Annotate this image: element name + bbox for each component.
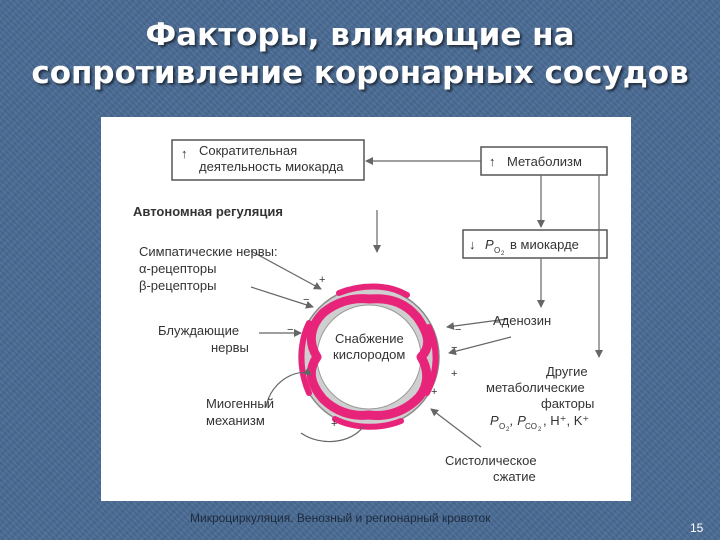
contractility-label-2: деятельность миокарда bbox=[199, 159, 344, 174]
arrow-myogenic bbox=[265, 367, 312, 408]
sign-other-minus: − bbox=[451, 342, 458, 354]
arrow-systolic bbox=[430, 408, 482, 448]
other-factors-label-1: Другие bbox=[546, 364, 588, 379]
arrow-other-factors bbox=[448, 336, 512, 356]
other-factors-p2: , P bbox=[510, 413, 526, 428]
po2-label: в миокарде bbox=[510, 237, 579, 252]
po2-sub: O bbox=[494, 246, 501, 255]
sign-beta: − bbox=[303, 294, 310, 306]
autonomic-heading: Автономная регуляция bbox=[133, 204, 283, 219]
vessel-endothelium-inner bbox=[298, 283, 439, 430]
page-number: 15 bbox=[690, 521, 704, 535]
arrow-sympathetic-alpha bbox=[250, 250, 322, 290]
metabolism-label: Метаболизм bbox=[507, 154, 582, 169]
title-line-2: сопротивление коронарных сосудов bbox=[31, 55, 689, 91]
sign-myogenic: + bbox=[331, 418, 338, 430]
systolic-label-2: сжатие bbox=[493, 469, 536, 484]
other-factors-p1-sub: O bbox=[499, 422, 506, 431]
vessel-endothelium bbox=[306, 294, 433, 420]
box-contractility bbox=[171, 139, 365, 181]
sympathetic-label-3: β-рецепторы bbox=[139, 278, 217, 293]
sign-alpha: + bbox=[319, 274, 326, 286]
sign-vagus: − bbox=[287, 324, 294, 336]
title-line-1: Факторы, влияющие на bbox=[145, 17, 575, 53]
box-po2 bbox=[462, 229, 608, 259]
po2-subsub: 2 bbox=[501, 251, 505, 257]
center-label-1: Снабжение bbox=[335, 331, 404, 346]
myogenic-label-2: механизм bbox=[206, 413, 265, 428]
adenosine-label: Аденозин bbox=[493, 313, 552, 328]
other-factors-p1-subsub: 2 bbox=[506, 427, 510, 433]
sympathetic-label-1: Симпатические нервы: bbox=[139, 244, 278, 259]
other-factors-ions: , H⁺, K⁺ bbox=[543, 413, 590, 428]
box-metabolism bbox=[480, 146, 608, 176]
contractility-label-1: Сократительная bbox=[199, 143, 298, 158]
arrow-sympathetic-beta bbox=[250, 286, 314, 309]
myogenic-label-1: Миогенный bbox=[206, 396, 274, 411]
diagram-graphics bbox=[171, 139, 608, 448]
contractility-up-arrow: ↑ bbox=[181, 146, 188, 161]
sign-adenosine: − bbox=[455, 324, 462, 336]
sign-systolic: + bbox=[431, 386, 438, 398]
center-label-2: кислородом bbox=[333, 347, 406, 362]
other-factors-p2-sub: CO bbox=[525, 422, 537, 431]
other-factors-label-2: метаболические bbox=[486, 380, 585, 395]
diagram-figure: ↑ Сократительная деятельность миокарда ↑… bbox=[101, 117, 631, 501]
other-factors-p1: P bbox=[490, 413, 499, 428]
vagus-label-2: нервы bbox=[211, 340, 249, 355]
other-factors-p2-subsub: 2 bbox=[538, 427, 542, 433]
sign-other-plus: + bbox=[451, 368, 458, 380]
sympathetic-label-2: α-рецепторы bbox=[139, 261, 217, 276]
arrow-myogenic-return bbox=[300, 426, 364, 443]
po2-down-arrow: ↓ bbox=[469, 237, 476, 252]
slide-caption: Микроциркуляция. Венозный и регионарный … bbox=[190, 511, 491, 525]
metabolism-up-arrow: ↑ bbox=[489, 154, 496, 169]
other-factors-label-3: факторы bbox=[541, 396, 595, 411]
vagus-label-1: Блуждающие bbox=[158, 323, 240, 338]
po2-p: P bbox=[485, 237, 494, 252]
systolic-label-1: Систолическое bbox=[445, 453, 537, 468]
arrow-adenosine bbox=[446, 318, 508, 331]
slide-title: Факторы, влияющие на сопротивление корон… bbox=[0, 16, 720, 92]
